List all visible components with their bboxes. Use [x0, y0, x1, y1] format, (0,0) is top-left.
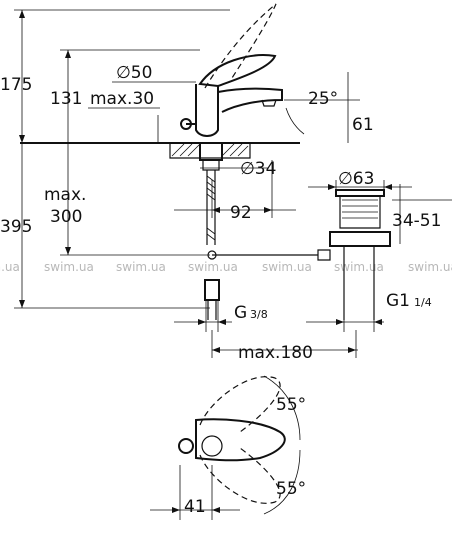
hose-connector: [204, 279, 220, 301]
waste-body: [339, 196, 381, 229]
watermark: swim.ua: [262, 260, 312, 274]
watermark: swim.ua: [116, 260, 166, 274]
connector-thread: [207, 300, 217, 320]
faucet-top-view: [150, 375, 301, 520]
dim-angle25: 25°: [308, 89, 338, 109]
countertop-section: [169, 142, 251, 159]
waste-lever-port: [317, 249, 331, 261]
dim-175: 175: [0, 75, 32, 95]
dim-max30: max.30: [90, 89, 154, 109]
body-top: [201, 435, 223, 457]
watermark: swim.ua: [44, 260, 94, 274]
dim-41: 41: [184, 497, 206, 517]
spout: [217, 87, 283, 113]
lever-rotated-down: [199, 447, 281, 504]
hose-braid: [206, 175, 216, 241]
dim-max300-line1: max.: [44, 185, 86, 205]
watermark: swim.ua: [188, 260, 238, 274]
mounting-shank: [199, 143, 223, 161]
watermark-row: swim.ua swim.ua swim.ua swim.ua swim.ua …: [0, 260, 452, 274]
mounting-nut: [202, 160, 220, 171]
dim-g114-fraction: 1/4: [414, 296, 432, 309]
dim-g38: G: [234, 303, 247, 323]
countertop-hatch: [171, 143, 249, 157]
dim-angle55-top: 55°: [276, 395, 306, 415]
dim-dia50: ∅50: [116, 63, 152, 83]
lever-rotated-up: [199, 376, 281, 433]
faucet-body: [195, 84, 219, 137]
watermark: swim.ua: [0, 260, 20, 274]
dim-g38-fraction: 3/8: [250, 308, 268, 321]
dimension-lines: [14, 9, 452, 358]
faucet-side-view: [20, 3, 318, 320]
watermark: swim.ua: [334, 260, 384, 274]
dim-34-51: 34-51: [392, 211, 441, 231]
dimension-labels: 175 131 max.30 ∅50 25° 61 ∅34 395 max. 3…: [0, 63, 441, 517]
lever-raised-outline: [204, 3, 277, 89]
dim-dia63: ∅63: [338, 169, 374, 189]
waste-thread: [342, 199, 378, 219]
dim-131: 131: [50, 89, 82, 109]
dim-92: 92: [230, 203, 252, 223]
aerator: [261, 99, 277, 107]
dim-395: 395: [0, 217, 32, 237]
waste-pipe: [343, 246, 375, 320]
dim-g114: G1: [386, 291, 410, 311]
dim-max300-line2: 300: [50, 207, 82, 227]
lever-top: [195, 418, 286, 462]
watermark: swim.ua: [408, 260, 452, 274]
waste-side-view: [317, 189, 391, 320]
waste-flange: [335, 189, 385, 197]
popup-knob-top: [178, 438, 194, 454]
dim-dia34: ∅34: [240, 159, 276, 179]
dim-angle55-bottom: 55°: [276, 479, 306, 499]
dim-61: 61: [352, 115, 374, 135]
lever: [198, 54, 277, 88]
waste-nut: [329, 231, 391, 247]
dim-max180: max.180: [238, 343, 313, 363]
